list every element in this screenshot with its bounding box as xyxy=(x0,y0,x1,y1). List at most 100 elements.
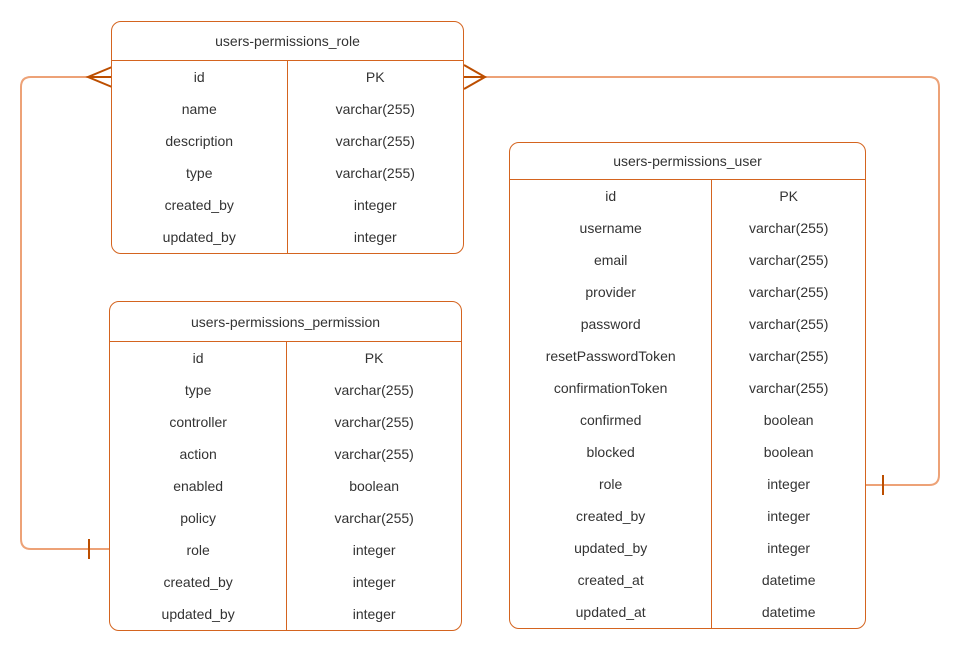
field-name: enabled xyxy=(110,470,288,502)
table-row: controller varchar(255) xyxy=(110,406,461,438)
field-type: boolean xyxy=(349,478,400,494)
field-type: boolean xyxy=(763,444,814,460)
field-name: role xyxy=(110,534,288,566)
crow-foot-many-icon xyxy=(463,64,488,90)
field-type: integer xyxy=(767,540,811,556)
field-name: type xyxy=(112,157,288,189)
table-title: users-permissions_user xyxy=(510,143,865,180)
table-row: policy varchar(255) xyxy=(110,502,461,534)
table-row: id PK xyxy=(112,61,463,93)
table-row: created_at datetime xyxy=(510,564,865,596)
table-row: name varchar(255) xyxy=(112,93,463,125)
field-type: varchar(255) xyxy=(335,165,415,181)
crow-foot-many-icon xyxy=(85,66,113,88)
table-row: provider varchar(255) xyxy=(510,276,865,308)
field-type: varchar(255) xyxy=(748,284,829,300)
field-type: integer xyxy=(767,476,811,492)
table-row: description varchar(255) xyxy=(112,125,463,157)
table-row: confirmed boolean xyxy=(510,404,865,436)
table-row: type varchar(255) xyxy=(110,374,461,406)
table-row: updated_by integer xyxy=(112,221,463,253)
field-name: blocked xyxy=(510,436,713,468)
field-type: boolean xyxy=(763,412,814,428)
table-row: updated_by integer xyxy=(510,532,865,564)
field-type: datetime xyxy=(761,572,816,588)
table-body: id PK username varchar(255) email varcha… xyxy=(510,180,865,628)
field-name: confirmationToken xyxy=(510,372,713,404)
field-type: varchar(255) xyxy=(748,316,829,332)
field-type: varchar(255) xyxy=(748,380,829,396)
field-type: PK xyxy=(365,69,385,85)
field-name: created_by xyxy=(510,500,713,532)
field-name: updated_at xyxy=(510,596,713,628)
field-name: id xyxy=(110,342,288,374)
relationship-role-permission[interactable] xyxy=(20,66,113,559)
field-name: email xyxy=(510,244,713,276)
field-name: password xyxy=(510,308,713,340)
er-table-users-permissions-user[interactable]: users-permissions_user id PK username va… xyxy=(509,142,866,629)
field-name: controller xyxy=(110,406,288,438)
field-type: datetime xyxy=(761,604,816,620)
table-row: id PK xyxy=(110,342,461,374)
relationship-role-user[interactable] xyxy=(463,64,940,495)
table-row: id PK xyxy=(510,180,865,212)
table-row: updated_at datetime xyxy=(510,596,865,628)
field-name: role xyxy=(510,468,713,500)
table-row: role integer xyxy=(510,468,865,500)
table-title: users-permissions_role xyxy=(112,22,463,61)
field-name: updated_by xyxy=(112,221,288,253)
field-name: resetPasswordToken xyxy=(510,340,713,372)
field-name: username xyxy=(510,212,713,244)
table-row: updated_by integer xyxy=(110,598,461,630)
field-name: id xyxy=(112,61,288,93)
table-row: blocked boolean xyxy=(510,436,865,468)
field-type: varchar(255) xyxy=(748,348,829,364)
field-type: PK xyxy=(364,350,384,366)
field-name: created_by xyxy=(110,566,288,598)
table-body: id PK type varchar(255) controller varch… xyxy=(110,342,461,630)
field-type: integer xyxy=(352,606,396,622)
er-table-users-permissions-role[interactable]: users-permissions_role id PK name varcha… xyxy=(111,21,464,254)
field-type: varchar(255) xyxy=(334,510,414,526)
table-row: enabled boolean xyxy=(110,470,461,502)
connector-line[interactable] xyxy=(20,76,110,550)
table-row: action varchar(255) xyxy=(110,438,461,470)
field-type: integer xyxy=(353,229,397,245)
field-type: varchar(255) xyxy=(748,252,829,268)
field-name: action xyxy=(110,438,288,470)
field-type: integer xyxy=(352,574,396,590)
field-name: created_by xyxy=(112,189,288,221)
table-row: type varchar(255) xyxy=(112,157,463,189)
field-type: varchar(255) xyxy=(335,133,415,149)
field-name: updated_by xyxy=(510,532,713,564)
table-row: created_by integer xyxy=(112,189,463,221)
table-title: users-permissions_permission xyxy=(110,302,461,342)
field-type: varchar(255) xyxy=(334,382,414,398)
field-type: varchar(255) xyxy=(748,220,829,236)
table-row: password varchar(255) xyxy=(510,308,865,340)
field-type: integer xyxy=(353,197,397,213)
field-type: PK xyxy=(779,188,799,204)
table-row: created_by integer xyxy=(110,566,461,598)
field-name: type xyxy=(110,374,288,406)
field-name: id xyxy=(510,180,713,212)
field-name: updated_by xyxy=(110,598,288,630)
field-type: integer xyxy=(767,508,811,524)
er-table-users-permissions-permission[interactable]: users-permissions_permission id PK type … xyxy=(109,301,462,631)
field-name: name xyxy=(112,93,288,125)
table-body: id PK name varchar(255) description varc… xyxy=(112,61,463,253)
table-row: confirmationToken varchar(255) xyxy=(510,372,865,404)
field-name: confirmed xyxy=(510,404,713,436)
table-row: resetPasswordToken varchar(255) xyxy=(510,340,865,372)
field-name: created_at xyxy=(510,564,713,596)
field-type: integer xyxy=(352,542,396,558)
field-type: varchar(255) xyxy=(335,101,415,117)
connector-line[interactable] xyxy=(485,76,940,486)
field-type: varchar(255) xyxy=(334,414,414,430)
table-row: role integer xyxy=(110,534,461,566)
table-row: email varchar(255) xyxy=(510,244,865,276)
table-row: username varchar(255) xyxy=(510,212,865,244)
field-name: description xyxy=(112,125,288,157)
table-row: created_by integer xyxy=(510,500,865,532)
